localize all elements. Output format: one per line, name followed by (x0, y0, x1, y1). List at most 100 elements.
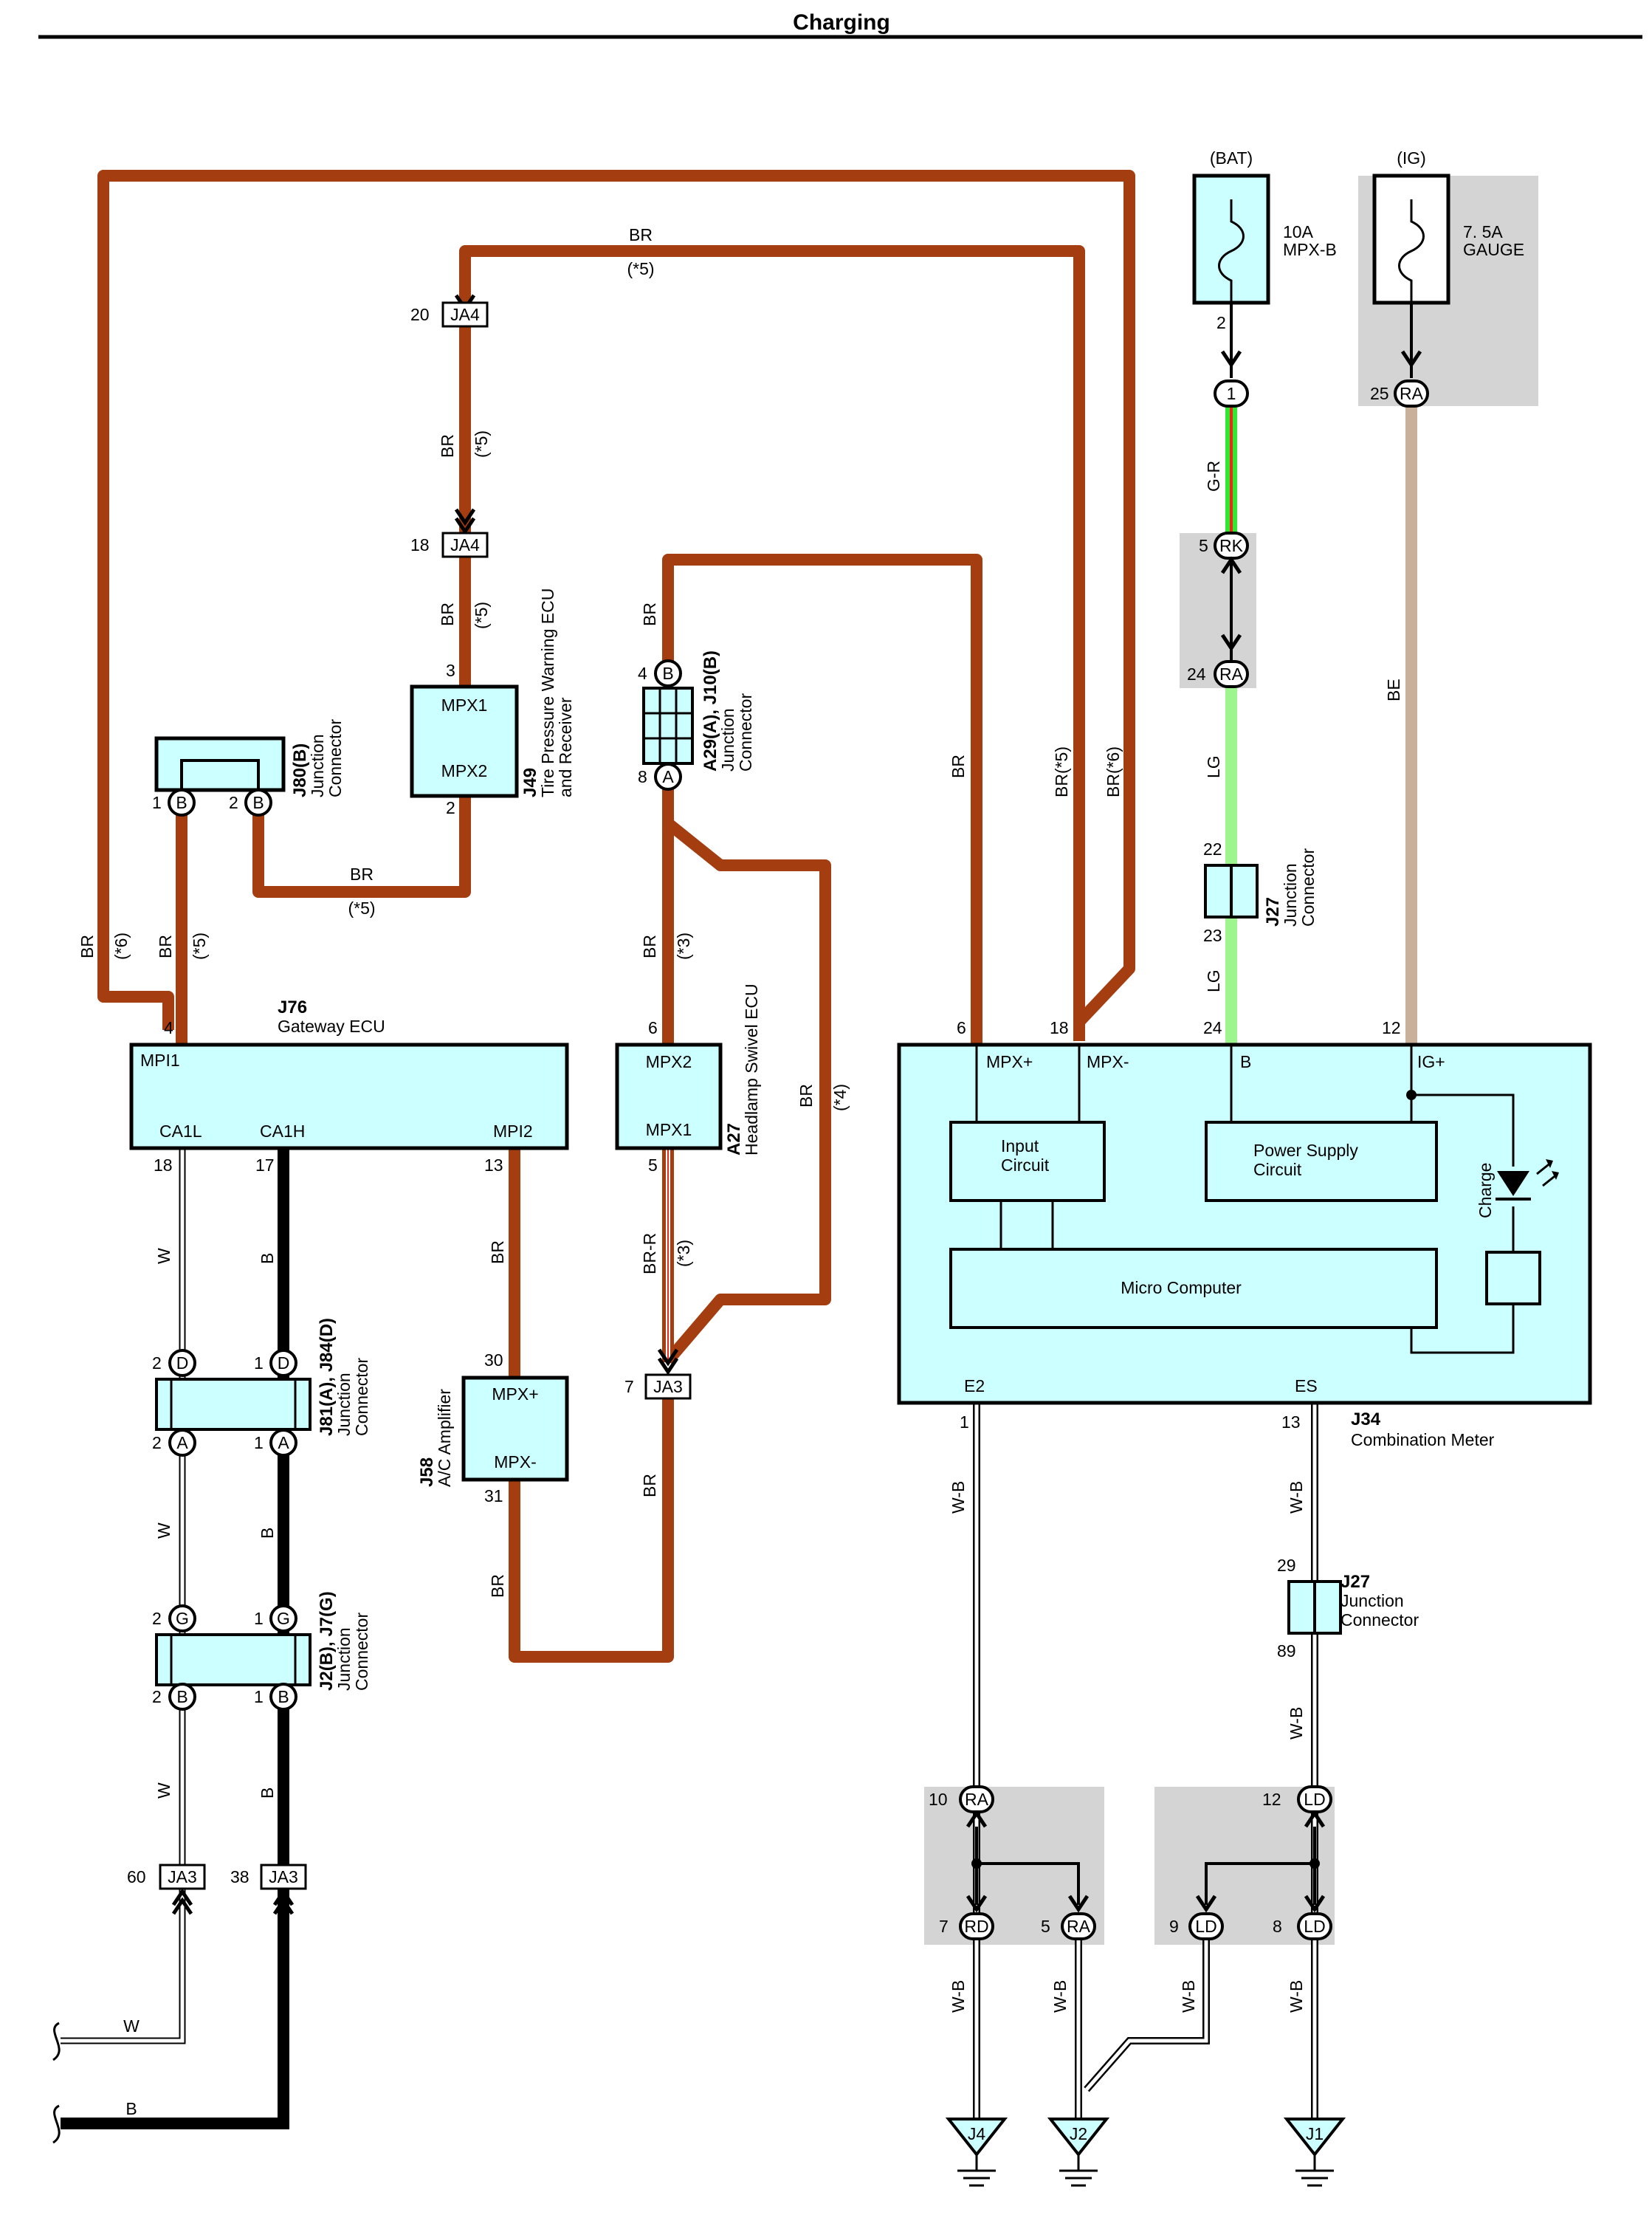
svg-text:1: 1 (254, 1353, 264, 1373)
svg-text:BE: BE (1384, 679, 1403, 701)
j34-code: J34 (1351, 1409, 1381, 1429)
ig-fuse-rating: 7. 5A (1463, 222, 1503, 241)
charge-led-icon (1497, 1171, 1529, 1196)
svg-text:89: 89 (1277, 1641, 1296, 1661)
j27-lower-code: J27 (1340, 1572, 1370, 1592)
svg-text:30: 30 (484, 1350, 503, 1370)
ground-j4-icon (945, 2118, 1008, 2187)
ground-j2-icon (1047, 2118, 1110, 2187)
svg-text:60: 60 (127, 1867, 146, 1886)
svg-text:Junction: Junction (334, 1627, 354, 1691)
conn-ja3-7: JA3 (653, 1377, 683, 1396)
j81-junction-connector (155, 1378, 312, 1431)
wire-br-a29-meter (662, 554, 982, 1045)
svg-text:2: 2 (152, 1687, 162, 1706)
svg-text:BR(*5): BR(*5) (1052, 746, 1071, 797)
svg-text:20: 20 (410, 305, 430, 324)
svg-text:1: 1 (254, 1687, 264, 1706)
conn-1: 1 (1227, 384, 1236, 403)
input-circuit-box (949, 1121, 1106, 1202)
wire-br-star4 (663, 818, 831, 1365)
svg-text:MPX2: MPX2 (441, 761, 488, 780)
svg-text:BR: BR (949, 755, 968, 778)
meter-internal-lines (975, 1045, 1515, 1354)
svg-text:B: B (258, 1788, 277, 1799)
wire-br-ja3-j58 (509, 1399, 674, 1663)
svg-text:12: 12 (1262, 1790, 1281, 1809)
svg-text:1: 1 (254, 1609, 264, 1628)
svg-text:BR-R: BR-R (640, 1233, 659, 1274)
svg-text:B: B (176, 1687, 187, 1706)
svg-text:5: 5 (648, 1155, 658, 1175)
conn-ja4-18: JA4 (450, 535, 480, 554)
svg-text:IG+: IG+ (1417, 1052, 1445, 1071)
svg-text:W-B: W-B (949, 1980, 968, 2013)
svg-text:Junction: Junction (718, 708, 737, 772)
svg-text:B: B (258, 1528, 277, 1539)
svg-text:W-B: W-B (1287, 1481, 1306, 1514)
svg-text:B: B (662, 664, 673, 683)
bat-fuse-pin: 2 (1216, 313, 1226, 332)
svg-text:4: 4 (638, 664, 647, 683)
svg-text:(*5): (*5) (348, 899, 375, 918)
bat-fuse-name: MPX-B (1283, 240, 1337, 259)
svg-text:B: B (278, 1687, 289, 1706)
pin-5-rk: 5 (1199, 536, 1208, 555)
svg-text:G-R: G-R (1204, 461, 1223, 492)
svg-text:A: A (278, 1433, 289, 1452)
conn-ld-8: LD (1304, 1917, 1325, 1936)
ig-fuse-pin: 25 (1370, 384, 1389, 403)
wire-br-j49-j80 (252, 796, 471, 898)
svg-text:Input: Input (1001, 1136, 1039, 1155)
svg-text:(*5): (*5) (472, 430, 491, 458)
svg-text:BR: BR (640, 1474, 659, 1497)
svg-text:W-B: W-B (1050, 1980, 1070, 2013)
j76-code: J76 (278, 997, 307, 1017)
svg-text:Power Supply: Power Supply (1253, 1141, 1358, 1160)
j80-junction-connector (154, 736, 286, 792)
svg-text:(*4): (*4) (830, 1084, 850, 1111)
svg-text:B: B (176, 793, 187, 812)
svg-text:W: W (154, 1248, 173, 1264)
conn-ja3-60: JA3 (168, 1867, 197, 1886)
svg-text:Connector: Connector (1340, 1610, 1419, 1630)
bat-fuse-rating: 10A (1283, 222, 1314, 241)
j81-code: J81(A), J84(D) (317, 1318, 337, 1436)
svg-text:7: 7 (939, 1917, 949, 1936)
svg-text:E2: E2 (964, 1376, 985, 1395)
ground-j4-label: J4 (968, 2124, 986, 2143)
svg-text:MPX1: MPX1 (441, 696, 488, 715)
conn-ra-gauge: RA (1400, 384, 1424, 403)
svg-text:13: 13 (484, 1155, 503, 1175)
micro-computer-box (949, 1248, 1438, 1329)
j76-gateway-ecu (129, 1043, 569, 1150)
svg-text:MPX-: MPX- (1087, 1052, 1129, 1071)
svg-text:8: 8 (638, 767, 647, 786)
svg-text:LG: LG (1204, 969, 1223, 992)
svg-text:BR: BR (156, 935, 175, 958)
conn-rk: RK (1219, 536, 1244, 555)
a27-code: A27 (724, 1123, 744, 1155)
svg-text:23: 23 (1203, 926, 1222, 945)
pin-24-ra: 24 (1187, 664, 1206, 684)
a27-headlamp-swivel-ecu (615, 1043, 723, 1150)
svg-text:MPX2: MPX2 (646, 1052, 692, 1071)
svg-text:8: 8 (1273, 1917, 1282, 1936)
conn-ja3-38: JA3 (269, 1867, 298, 1886)
svg-text:Micro Computer: Micro Computer (1121, 1278, 1242, 1297)
svg-text:Junction: Junction (308, 734, 327, 797)
svg-text:MPX-: MPX- (494, 1452, 537, 1471)
wire-w-b-group (973, 1403, 1318, 2119)
svg-text:12: 12 (1382, 1018, 1401, 1037)
svg-text:LG: LG (1204, 755, 1223, 778)
svg-text:BR: BR (350, 865, 374, 884)
svg-text:Junction: Junction (1340, 1591, 1404, 1610)
bat-supply-label: (BAT) (1210, 148, 1253, 168)
svg-text:MPX+: MPX+ (986, 1052, 1033, 1071)
svg-text:13: 13 (1281, 1412, 1301, 1432)
svg-text:2: 2 (446, 798, 455, 817)
svg-text:ES: ES (1295, 1376, 1318, 1395)
svg-text:D: D (278, 1353, 290, 1373)
svg-text:W: W (154, 1522, 173, 1539)
